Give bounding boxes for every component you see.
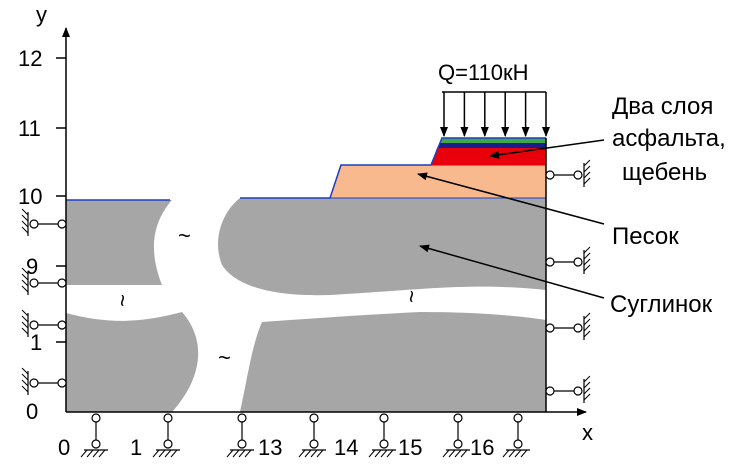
- y-ticks: [56, 57, 66, 343]
- y-tick-label: 12: [18, 46, 42, 71]
- roller-support-right: [545, 312, 591, 340]
- asphalt-layers: [431, 138, 546, 165]
- roller-support-left: [21, 267, 67, 295]
- loam-block-bottom-left: [66, 312, 199, 412]
- asphalt-layer-green: [440, 138, 546, 143]
- break-mark: ~: [110, 294, 135, 307]
- roller-support-left: [21, 367, 67, 395]
- x-tick-label: 0: [58, 435, 70, 460]
- callout-asphalt-line3: щебень: [622, 159, 707, 186]
- x-axis-label: x: [582, 420, 593, 445]
- x-tick-label: 16: [470, 435, 494, 460]
- road-surface-outline: [240, 137, 546, 199]
- break-mark: ~: [399, 290, 424, 303]
- loam-block-bottom-right: [240, 312, 546, 412]
- roller-support-bottom: [298, 413, 326, 458]
- y-tick-label: 0: [26, 399, 38, 424]
- sand-layer: [329, 164, 547, 199]
- loam-block-top-right: [218, 198, 547, 296]
- y-tick-label: 11: [18, 116, 41, 141]
- x-tick-label: 13: [258, 435, 282, 460]
- loam-block-top-left: [66, 200, 172, 285]
- x-tick-label: 14: [334, 435, 358, 460]
- callout-asphalt-line1: Два слоя: [612, 93, 713, 120]
- break-mark: ~: [218, 345, 231, 370]
- y-tick-label: 1: [30, 330, 42, 355]
- callout-sand: Песок: [612, 223, 679, 250]
- callout-loam: Суглинок: [610, 291, 713, 318]
- roller-support-bottom: [80, 413, 108, 458]
- loam-layer: [66, 198, 547, 412]
- roller-support-right: [545, 246, 591, 274]
- break-mark: ~: [178, 223, 191, 248]
- roller-support-bottom: [226, 413, 254, 458]
- y-tick-label: 10: [18, 184, 42, 209]
- roller-support-bottom: [368, 413, 396, 458]
- roller-support-right: [545, 159, 591, 187]
- callout-asphalt-line2: асфальта,: [612, 125, 726, 152]
- callout-arrow-sand: [417, 172, 605, 225]
- y-axis-label: y: [36, 2, 47, 27]
- load-label: Q=110кН: [438, 60, 529, 85]
- roller-support-right: [545, 375, 591, 403]
- load-arrows: [440, 92, 550, 137]
- x-tick-label: 15: [398, 435, 422, 460]
- callout-arrow-asphalt: [489, 139, 605, 159]
- supports: [21, 159, 591, 458]
- roller-support-left: [21, 309, 67, 337]
- asphalt-layer-dark: [437, 143, 546, 148]
- roller-support-bottom: [152, 413, 180, 458]
- roller-support-bottom: [442, 413, 470, 458]
- roller-support-bottom: [502, 413, 530, 458]
- roller-support-left: [21, 208, 67, 236]
- y-tick-label: 9: [26, 254, 38, 279]
- callout-arrow-loam: [419, 244, 605, 299]
- x-tick-label: 1: [130, 435, 142, 460]
